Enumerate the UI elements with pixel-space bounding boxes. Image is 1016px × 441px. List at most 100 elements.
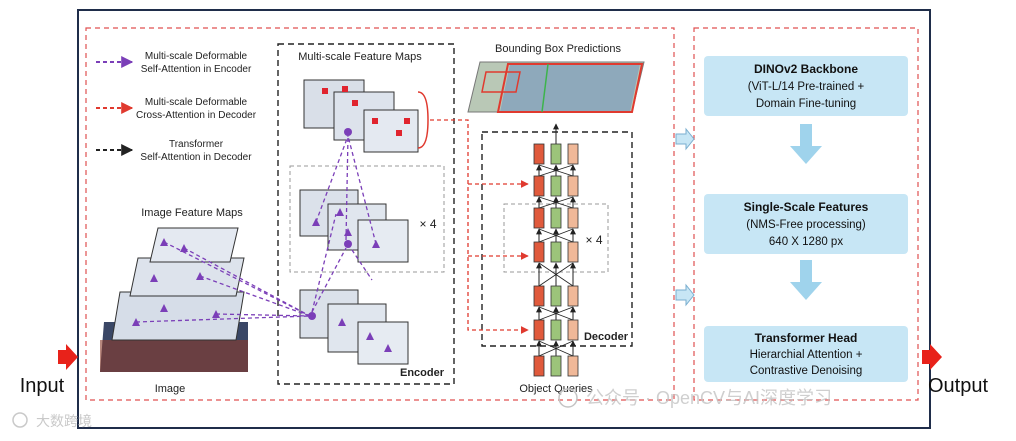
- decoder-box: [481, 131, 633, 347]
- attn-line-10: [347, 135, 377, 245]
- legend-item-2-line1: Multi-scale Deformable: [145, 97, 248, 108]
- decoder-self-attention-line: [538, 228, 574, 243]
- decoder-self-attention-line: [538, 196, 574, 209]
- pipeline-stage-3-box: [704, 326, 908, 382]
- feature-point-6: [160, 304, 168, 312]
- attn-line-6: [311, 247, 347, 313]
- pipeline-stage-1: DINOv2 Backbone (ViT-L/14 Pre-trained + …: [704, 56, 908, 116]
- decoder-token: [567, 319, 579, 341]
- in-map-3: [357, 321, 409, 365]
- decoder-token-grid: [533, 123, 579, 377]
- legend: Multi-scale Deformable Self-Attention in…: [96, 51, 257, 163]
- layer-point-2: [336, 208, 344, 216]
- image-feature-maps-label: Image Feature Maps: [141, 207, 243, 219]
- feature-map-large: [111, 291, 245, 341]
- object-query-token: [533, 355, 545, 377]
- pipeline-arrow-1: [790, 124, 822, 164]
- object-query-token: [550, 355, 562, 377]
- input-image-shade: [100, 340, 248, 372]
- bbox-small-red: [481, 71, 521, 93]
- encoder-label: Encoder: [400, 367, 445, 379]
- pipeline-stage-2: Single-Scale Features (NMS-Free processi…: [704, 194, 908, 254]
- decoder-token: [533, 319, 545, 341]
- input-arrow: [58, 344, 78, 370]
- attn-line-5: [215, 313, 311, 317]
- output-arrow: [922, 344, 942, 370]
- cross-attn-line-1: [430, 119, 529, 334]
- watermark-right: 公众号 · OpenCV与AI深度学习: [586, 388, 832, 408]
- feature-point-3: [150, 274, 158, 282]
- watermark-left: 大数跨境: [36, 413, 92, 429]
- in-point-3: [384, 344, 392, 352]
- decoder-token: [550, 175, 562, 197]
- pipeline-stage-3-line1: Hierarchial Attention +: [750, 349, 863, 361]
- legend-item-1-line2: Self-Attention in Encoder: [141, 64, 252, 75]
- multi-scale-maps-label: Multi-scale Feature Maps: [298, 51, 422, 63]
- pipeline-stage-1-title: DINOv2 Backbone: [754, 62, 858, 76]
- decoder-token: [533, 207, 545, 229]
- in-point-2: [366, 332, 374, 340]
- out-map-3: [363, 109, 419, 153]
- decoder-token: [550, 319, 562, 341]
- cross-attention-lines: [430, 119, 529, 334]
- attn-line-4: [135, 315, 311, 323]
- pipeline-module-box: [693, 27, 919, 401]
- attn-line-11: [347, 243, 373, 281]
- pipeline-stage-2-title: Single-Scale Features: [744, 200, 869, 214]
- object-queries-label: Object Queries: [519, 383, 593, 395]
- watermark-icon: [558, 388, 578, 408]
- attn-line-7: [311, 213, 337, 313]
- attn-line-1: [163, 241, 311, 317]
- decoder-token: [533, 285, 545, 307]
- decoder-token: [533, 143, 545, 165]
- decoder-label: Decoder: [584, 331, 629, 343]
- bbox-red: [496, 63, 644, 113]
- pipeline-stage-3-line2: Contrastive Denoising: [750, 365, 863, 377]
- decoder-token: [533, 241, 545, 263]
- encoder-layer-maps: [299, 189, 409, 263]
- decoder-self-attention-line: [538, 306, 574, 321]
- decoder-token: [567, 143, 579, 165]
- query-point-top: [344, 128, 352, 136]
- sample-point-4: [372, 118, 378, 124]
- in-query-point: [308, 312, 316, 320]
- pipeline-stage-1-box: [704, 56, 908, 116]
- attn-line-8: [345, 135, 349, 241]
- sample-point-3: [352, 100, 358, 106]
- legend-item-3-line1: Transformer: [169, 139, 224, 150]
- encoder-input-maps: [299, 289, 409, 365]
- decoder-token: [567, 241, 579, 263]
- decoder-token: [550, 285, 562, 307]
- attn-line-3: [199, 275, 311, 317]
- sample-point-5: [396, 130, 402, 136]
- connector-arrow-bottom: [675, 283, 695, 307]
- connector-arrow-top: [675, 127, 695, 151]
- detr-module-box: [85, 27, 675, 401]
- decoder-repeat-label: × 4: [585, 233, 602, 247]
- decoder-self-attention-line: [538, 340, 574, 357]
- layer-map-3: [357, 219, 409, 263]
- layer-point-3: [344, 228, 352, 236]
- pipeline-stage-2-box: [704, 194, 908, 254]
- encoder-attention-lines: [135, 135, 377, 323]
- in-point-1: [338, 318, 346, 326]
- encoder-layer-box: [289, 165, 445, 273]
- decoder-token: [567, 207, 579, 229]
- decoder-self-attention-line: [538, 164, 574, 177]
- watermark-left-icon: [12, 412, 28, 428]
- image-feature-maps-stack: [100, 227, 248, 372]
- decoder-token: [567, 285, 579, 307]
- outer-frame: [77, 9, 931, 429]
- object-query-token: [567, 355, 579, 377]
- legend-item-1-line1: Multi-scale Deformable: [145, 51, 248, 62]
- scale-brace: [417, 91, 429, 149]
- legend-item-3-line2: Self-Attention in Decoder: [140, 152, 252, 163]
- decoder-token: [550, 241, 562, 263]
- decoder-token: [567, 175, 579, 197]
- pipeline-stage-3-title: Transformer Head: [755, 331, 858, 345]
- input-label: Input: [20, 375, 65, 397]
- bbox-prediction-image: [467, 61, 645, 113]
- feature-map-mid: [129, 257, 245, 297]
- bbox-predictions-label: Bounding Box Predictions: [495, 43, 621, 55]
